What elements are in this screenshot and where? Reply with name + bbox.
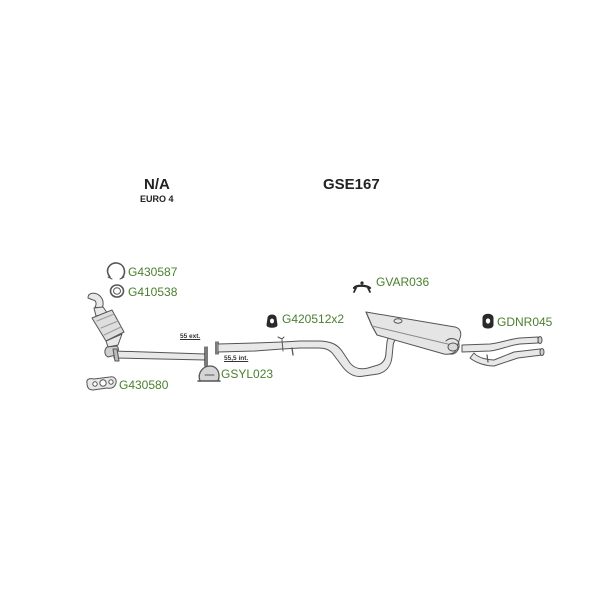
clamp-part[interactable]	[106, 262, 126, 280]
left-section-title: N/A	[144, 176, 170, 193]
part-code-clamp[interactable]: G430587	[128, 265, 178, 279]
part-code-rear-mount[interactable]: GDNR045	[497, 315, 553, 329]
dimension-ext-label: 55 ext.	[180, 333, 201, 340]
part-code-ring-gasket[interactable]: G410538	[128, 285, 178, 299]
part-code-hanger-bracket[interactable]: GVAR036	[376, 275, 430, 289]
part-code-band-clamp[interactable]: GSYL023	[221, 367, 274, 381]
band-clamp-part[interactable]	[197, 365, 221, 382]
left-section-subtitle: EURO 4	[140, 194, 174, 204]
part-code-flange-gasket[interactable]: G430580	[119, 378, 169, 392]
part-code-rubber-mount[interactable]: G420512x2	[282, 312, 345, 326]
tail-pipes-part[interactable]	[461, 336, 545, 367]
right-section-title: GSE167	[323, 176, 380, 193]
ring-gasket-part[interactable]	[109, 284, 125, 298]
catalytic-converter-part[interactable]	[87, 292, 125, 358]
dimension-int-label: 55,5 int.	[224, 355, 249, 362]
rubber-mount-left-part[interactable]	[266, 314, 278, 328]
hanger-bracket-part[interactable]	[352, 281, 372, 293]
rubber-mount-rear-part[interactable]	[482, 313, 494, 329]
flange-gasket-part[interactable]	[86, 376, 117, 391]
rear-silencer-part[interactable]	[365, 311, 462, 355]
front-pipe-part[interactable]	[112, 346, 208, 367]
